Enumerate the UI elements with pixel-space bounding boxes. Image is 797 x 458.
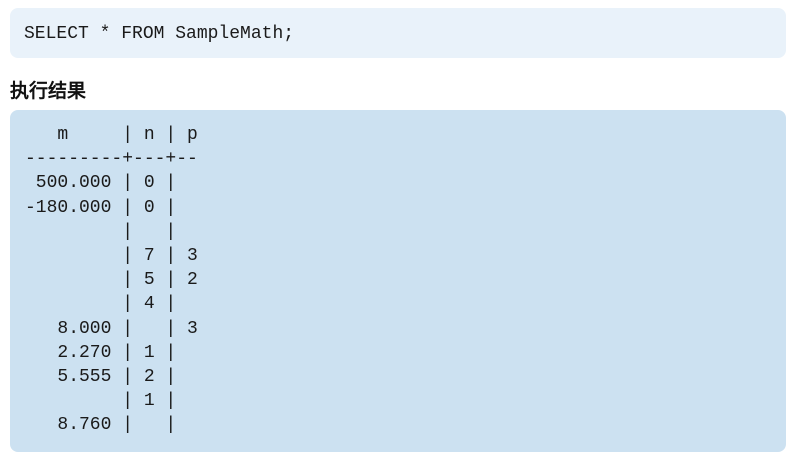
result-row: | | <box>25 221 177 242</box>
result-row: 2.270 | 1 | <box>25 342 177 363</box>
result-row: | 4 | <box>25 294 177 315</box>
result-table: m | n | p ---------+---+-- 500.000 | 0 |… <box>25 123 198 437</box>
sql-query-text: SELECT * FROM SampleMath; <box>24 24 295 44</box>
query-result-block: m | n | p ---------+---+-- 500.000 | 0 |… <box>10 110 786 452</box>
result-row: 8.760 | | <box>25 415 177 436</box>
result-row: | 5 | 2 <box>25 270 198 291</box>
result-row: | 7 | 3 <box>25 245 198 266</box>
result-row: 8.000 | | 3 <box>25 318 198 339</box>
result-header-row: m | n | p <box>25 125 198 145</box>
result-row: | 1 | <box>25 391 177 412</box>
result-row: 5.555 | 2 | <box>25 366 177 387</box>
result-heading: 执行结果 <box>10 80 87 102</box>
result-row: -180.000 | 0 | <box>25 197 177 218</box>
result-row: 500.000 | 0 | <box>25 173 177 194</box>
result-separator-row: ---------+---+-- <box>25 149 198 170</box>
sql-code-block: SELECT * FROM SampleMath; <box>10 8 786 58</box>
